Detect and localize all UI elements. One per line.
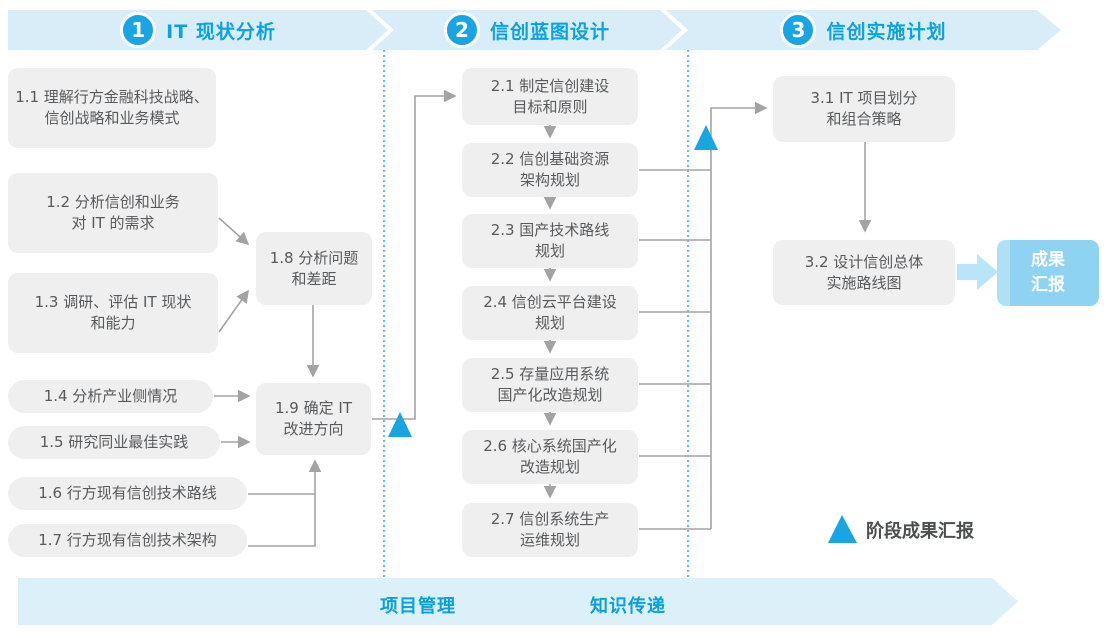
- box-1-2: 1.2 分析信创和业务 对 IT 的需求: [8, 173, 218, 253]
- box-1-9: 1.9 确定 IT 改进方向: [256, 383, 371, 455]
- connector-1-3-to-1-8: [218, 289, 249, 333]
- phase-3-number-badge: 3: [780, 12, 816, 48]
- footer-banner: [18, 578, 1018, 625]
- box-2-4: 2.4 信创云平台建设 规划: [462, 286, 638, 340]
- box-1-7: 1.7 行方现有信创技术架构: [8, 524, 247, 557]
- footer-item-project-management: 项目管理: [380, 596, 456, 617]
- connector-trunk-to-3-1: [710, 101, 768, 529]
- phase-2-title: 信创蓝图设计: [489, 20, 610, 43]
- milestone-triangle-phase1: [388, 412, 412, 437]
- big-arrow-to-result: [957, 254, 998, 290]
- result-report-box: 成果 汇报: [997, 240, 1099, 306]
- connector-1-7-to-1-9: [248, 459, 322, 547]
- box-2-5: 2.5 存量应用系统 国产化改造规划: [462, 358, 638, 412]
- box-3-1: 3.1 IT 项目划分 和组合策略: [773, 76, 955, 142]
- box-2-6: 2.6 核心系统国产化 改造规划: [462, 430, 638, 484]
- milestone-triangle-phase2: [694, 125, 718, 150]
- box-1-8: 1.8 分析问题 和差距: [256, 232, 372, 305]
- box-2-2: 2.2 信创基础资源 架构规划: [462, 143, 638, 197]
- box-3-2: 3.2 设计信创总体 实施路线图: [773, 240, 955, 305]
- footer-item-knowledge-transfer: 知识传递: [590, 596, 666, 617]
- box-1-1: 1.1 理解行方金融科技战略、 信创战略和业务模式: [8, 68, 216, 148]
- box-2-7: 2.7 信创系统生产 运维规划: [462, 503, 638, 557]
- phase-banner-2: 2 信创蓝图设计: [372, 10, 682, 50]
- phase-3-title: 信创实施计划: [826, 20, 947, 43]
- phase-1-number-badge: 1: [120, 12, 156, 48]
- box-1-5: 1.5 研究同业最佳实践: [8, 426, 220, 459]
- box-2-3: 2.3 国产技术路线 规划: [462, 214, 638, 268]
- box-1-4: 1.4 分析产业侧情况: [8, 380, 213, 413]
- phase-1-title: IT 现状分析: [166, 20, 276, 43]
- box-2-1: 2.1 制定信创建设 目标和原则: [462, 68, 638, 125]
- connector-1-2-to-1-8: [218, 217, 250, 246]
- legend-label: 阶段成果汇报: [866, 521, 974, 542]
- legend-triangle-icon: [828, 515, 857, 543]
- phase-2-number-badge: 2: [444, 12, 480, 48]
- phase-banner-3: 3 信创实施计划: [666, 10, 1061, 50]
- phase-banner-1: 1 IT 现状分析: [8, 10, 388, 50]
- phase-separator-dotted-line-2: [687, 50, 689, 578]
- phase-separator-dotted-line-1: [383, 50, 385, 578]
- box-1-6: 1.6 行方现有信创技术路线: [8, 477, 247, 510]
- box-1-3: 1.3 调研、评估 IT 现状 和能力: [8, 273, 218, 353]
